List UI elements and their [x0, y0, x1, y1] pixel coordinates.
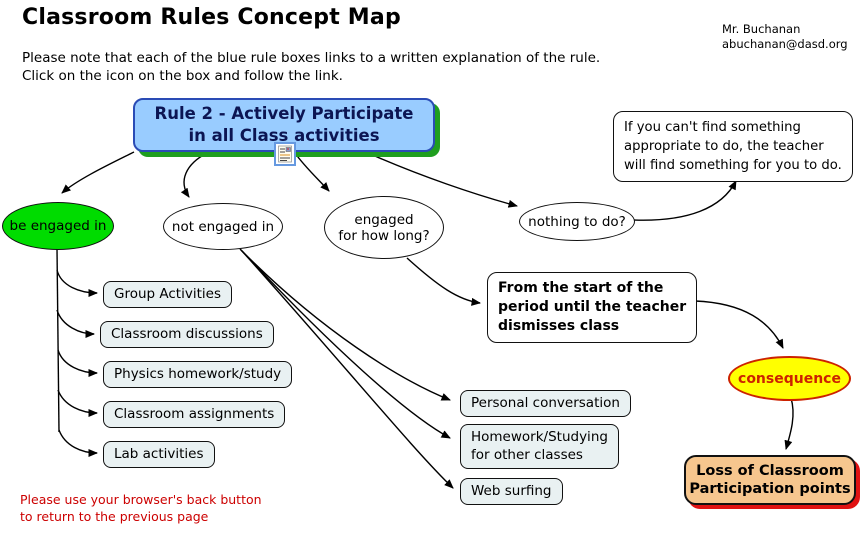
if-cant-find-line-1: If you can't find something — [624, 120, 801, 135]
rule-2-line-1: Rule 2 - Actively Participate — [154, 104, 414, 123]
ellipse-nothing-to-do: nothing to do? — [519, 202, 635, 241]
node-lab-activities: Lab activities — [103, 441, 215, 468]
contact-name: Mr. Buchanan — [722, 22, 801, 36]
if-cant-find-line-2: appropriate to do, the teacher — [624, 139, 824, 154]
loss-line-1: Loss of Classroom — [696, 463, 844, 479]
ellipse-consequence: consequence — [728, 356, 851, 401]
node-web-surfing: Web surfing — [460, 478, 563, 505]
page-title: Classroom Rules Concept Map — [22, 5, 401, 30]
homework-other-line-1: Homework/Studying — [471, 429, 608, 445]
node-personal-conversation: Personal conversation — [460, 390, 631, 417]
homework-other-line-2: for other classes — [471, 447, 583, 463]
ellipse-not-engaged-in: not engaged in — [163, 203, 283, 250]
node-classroom-assignments: Classroom assignments — [103, 401, 286, 428]
ellipse-engaged-for-how-long: engaged for how long? — [324, 196, 444, 259]
node-physics-homework-study: Physics homework/study — [103, 361, 293, 388]
intro-text: Please note that each of the blue rule b… — [22, 49, 600, 85]
back-button-note: Please use your browser's back button to… — [20, 491, 262, 525]
engaged-how-long-line-1: engaged — [354, 211, 414, 228]
back-note-line-2: to return to the previous page — [20, 509, 209, 524]
node-teacher-will-find-something: If you can't find something appropriate … — [613, 111, 853, 182]
node-loss-of-participation-points: Loss of Classroom Participation points — [684, 455, 856, 505]
intro-line-2: Click on the icon on the box and follow … — [22, 68, 343, 84]
contact-info: Mr. Buchanan abuchanan@dasd.org — [722, 22, 848, 52]
if-cant-find-line-3: will find something for you to do. — [624, 158, 842, 173]
node-group-activities: Group Activities — [103, 281, 232, 308]
node-classroom-discussions: Classroom discussions — [100, 321, 274, 348]
from-start-line-3: dismisses class — [498, 318, 620, 334]
rule-2-line-2: in all Class activities — [188, 126, 380, 145]
back-note-line-1: Please use your browser's back button — [20, 492, 262, 507]
contact-email: abuchanan@dasd.org — [722, 37, 848, 51]
node-homework-for-other-classes: Homework/Studying for other classes — [460, 424, 619, 469]
from-start-line-1: From the start of the — [498, 280, 664, 296]
from-start-line-2: period until the teacher — [498, 299, 687, 315]
document-link-icon[interactable] — [274, 142, 296, 166]
loss-line-2: Participation points — [689, 481, 851, 497]
node-from-start-of-period: From the start of the period until the t… — [487, 272, 698, 343]
engaged-how-long-line-2: for how long? — [338, 227, 430, 244]
ellipse-be-engaged-in: be engaged in — [2, 202, 114, 250]
intro-line-1: Please note that each of the blue rule b… — [22, 50, 601, 66]
